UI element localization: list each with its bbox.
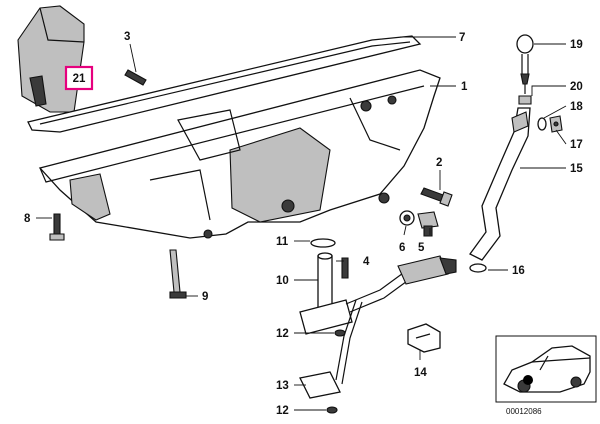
callout-8[interactable]: 8	[24, 213, 31, 225]
callout-5[interactable]: 5	[418, 242, 425, 254]
part-19-dipstick	[516, 34, 534, 94]
leader-lines	[36, 36, 567, 411]
callout-labels: 1 2 3 4 5 6 7 8 9 10 11 12 12 13 14 15 1…	[24, 31, 583, 417]
callout-4[interactable]: 4	[363, 256, 370, 268]
part-17-nut	[549, 115, 563, 133]
callout-15[interactable]: 15	[570, 163, 583, 175]
diagram-code: 00012086	[506, 407, 542, 416]
part-2-bolt	[420, 187, 453, 207]
part-12-grommet-lower	[326, 406, 338, 414]
callout-16[interactable]: 16	[512, 265, 525, 277]
part-11-o-ring	[310, 238, 336, 248]
callout-21-box[interactable]: 21	[64, 65, 94, 91]
part-8-screw	[49, 213, 65, 241]
callout-13[interactable]: 13	[276, 380, 289, 392]
vehicle-locator-inset	[495, 335, 597, 403]
callout-12-lower[interactable]: 12	[276, 405, 289, 417]
part-13-bracket	[299, 299, 363, 399]
callout-17[interactable]: 17	[570, 139, 583, 151]
callout-18[interactable]: 18	[570, 101, 583, 113]
callout-7[interactable]: 7	[459, 32, 465, 44]
part-21-cover	[17, 5, 85, 113]
part-16-o-ring	[469, 263, 487, 273]
callout-9[interactable]: 9	[202, 291, 208, 303]
callout-10[interactable]: 10	[276, 275, 289, 287]
part-1-oil-pan	[38, 69, 441, 239]
part-5-drain-plug	[417, 211, 439, 237]
part-10-sensor	[299, 252, 457, 335]
callout-20[interactable]: 20	[570, 81, 583, 93]
callout-21-label: 21	[73, 73, 86, 85]
part-3-bolt	[124, 69, 147, 86]
part-18-washer	[537, 117, 547, 131]
part-12-grommet-upper	[334, 329, 346, 337]
callout-2[interactable]: 2	[436, 157, 442, 169]
location-marker	[523, 375, 533, 385]
callout-14[interactable]: 14	[414, 367, 427, 379]
part-4-stud	[341, 257, 349, 279]
callout-1[interactable]: 1	[461, 81, 468, 93]
part-7-gasket	[27, 35, 422, 133]
part-6-seal-ring	[399, 210, 415, 226]
part-20-seal	[518, 95, 532, 105]
part-14-clip	[407, 323, 441, 353]
callout-12-upper[interactable]: 12	[276, 328, 289, 340]
part-15-guide-tube	[469, 107, 531, 261]
callout-6[interactable]: 6	[399, 242, 405, 254]
part-9-bolt	[169, 249, 187, 299]
callout-19[interactable]: 19	[570, 39, 583, 51]
callout-3[interactable]: 3	[124, 31, 130, 43]
callout-11[interactable]: 11	[276, 236, 289, 248]
